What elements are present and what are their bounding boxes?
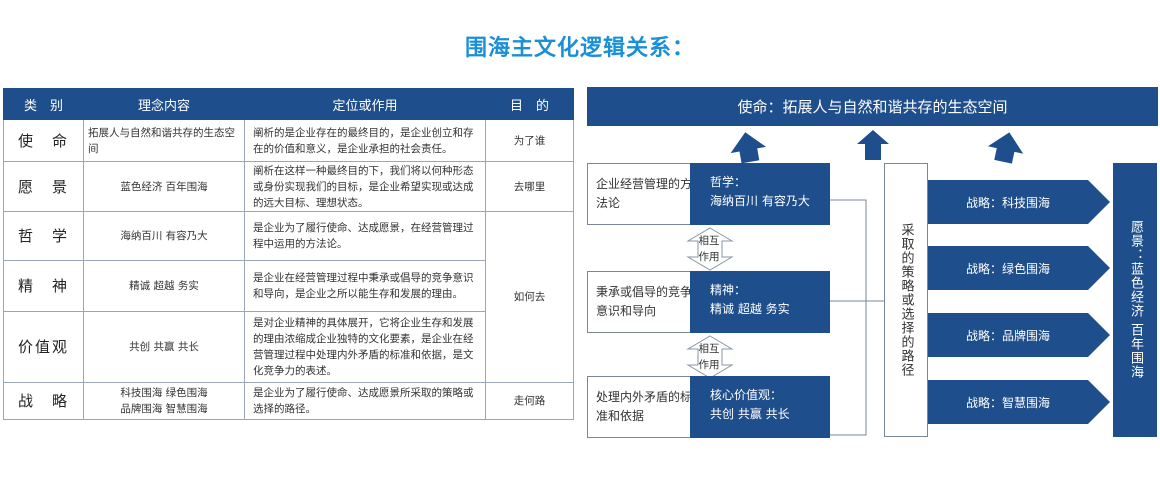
- position-cell: 是企业为了履行使命、达成愿景，在经营管理过程中运用的方法论。: [244, 211, 486, 261]
- category-cell: 使 命: [3, 119, 84, 162]
- strategy-arrow: 战略：绿色围海: [928, 246, 1110, 290]
- strategy-text: 战略：品牌围海: [965, 328, 1050, 343]
- header-position: 定位或作用: [244, 88, 486, 120]
- table-row-vision: 愿 景 蓝色经济 百年围海 阐析在这样一种最终目的下，我们将以何种形态或身份实现…: [3, 161, 574, 212]
- value-title: 精神：: [710, 283, 747, 297]
- goal-cell: 走何路: [485, 382, 574, 420]
- box-label: 处理内外矛盾的标准和依据: [596, 390, 693, 423]
- value-text: 精诚 超越 务实: [710, 302, 790, 316]
- position-cell: 阐析在这样一种最终目的下，我们将以何种形态或身份实现我们的目标，是企业希望实现或…: [244, 161, 486, 212]
- value-text: 海纳百川 有容乃大: [710, 194, 810, 208]
- table-row-values: 价值观 共创 共赢 共长 是对企业精神的具体展开，它将企业生存和发展的理由浓缩成…: [3, 311, 574, 383]
- content-cell: 共创 共赢 共长: [83, 311, 245, 383]
- up-arrow-icon: [857, 130, 889, 160]
- right-arrow-icon: [928, 246, 1110, 290]
- position-cell: 是企业为了履行使命、达成愿景所采取的策略或选择的路径。: [244, 382, 486, 420]
- path-text: 采取的策略或选择的路径: [898, 223, 914, 377]
- position-cell: 是对企业精神的具体展开，它将企业生存和发展的理由浓缩成企业独特的文化要素，是企业…: [244, 311, 486, 383]
- mutual-arrow: 相互作用: [680, 227, 740, 271]
- strategy-arrow: 战略：科技围海: [928, 180, 1110, 224]
- category-cell: 精 神: [3, 260, 84, 312]
- category-cell: 愿 景: [3, 161, 84, 212]
- goal-cell: 去哪里: [485, 161, 574, 212]
- position-cell: 是企业在经营管理过程中秉承或倡导的竞争意识和导向，是企业之所以能生存和发展的理由…: [244, 260, 486, 312]
- content-line: 科技围海 绿色围海: [120, 387, 208, 399]
- vision-text: 愿景：蓝色经济 百年围海: [1128, 220, 1143, 380]
- table-row-strategy: 战 略 科技围海 绿色围海 品牌围海 智慧围海 是企业为了履行使命、达成愿景所采…: [3, 382, 574, 420]
- spirit-value: 精神： 精诚 超越 务实: [690, 271, 830, 333]
- mutual-arrow: 相互作用: [680, 335, 740, 379]
- content-cell: 科技围海 绿色围海 品牌围海 智慧围海: [83, 382, 245, 420]
- right-arrow-icon: [928, 313, 1110, 357]
- values-value: 核心价值观： 共创 共赢 共长: [690, 376, 830, 438]
- mission-text: 使命：拓展人与自然和谐共存的生态空间: [737, 98, 1008, 116]
- path-box: 采取的策略或选择的路径: [884, 163, 928, 437]
- category-cell: 战 略: [3, 382, 84, 420]
- mutual-text: 相互作用: [698, 235, 720, 263]
- philosophy-value: 哲学： 海纳百川 有容乃大: [690, 163, 830, 225]
- header-category: 类 别: [3, 88, 84, 120]
- mission-bar: 使命：拓展人与自然和谐共存的生态空间: [587, 87, 1158, 126]
- mutual-text: 相互作用: [698, 343, 720, 371]
- values-box: 处理内外矛盾的标准和依据 核心价值观： 共创 共赢 共长: [587, 376, 830, 438]
- table-row-mission: 使 命 拓展人与自然和谐共存的生态空间 阐析的是企业存在的最终目的，是企业创立和…: [3, 119, 574, 162]
- content-cell: 海纳百川 有容乃大: [83, 211, 245, 261]
- content-line: 品牌围海 智慧围海: [120, 403, 208, 415]
- strategy-text: 战略：智慧围海: [965, 395, 1050, 410]
- culture-table: 类 别 理念内容 定位或作用 目 的 使 命 拓展人与自然和谐共存的生态空间 阐…: [3, 88, 574, 420]
- strategy-arrow: 战略：智慧围海: [928, 380, 1110, 424]
- right-arrow-icon: [928, 180, 1110, 224]
- table-row-philosophy: 哲 学 海纳百川 有容乃大 是企业为了履行使命、达成愿景，在经营管理过程中运用的…: [3, 211, 574, 383]
- vision-box: 愿景：蓝色经济 百年围海: [1113, 163, 1157, 437]
- content-cell: 精诚 超越 务实: [83, 260, 245, 312]
- category-cell: 哲 学: [3, 211, 84, 261]
- table-header-row: 类 别 理念内容 定位或作用 目 的: [3, 88, 574, 120]
- header-goal: 目 的: [485, 88, 574, 120]
- strategy-text: 战略：绿色围海: [965, 261, 1050, 276]
- goal-cell: 如何去: [485, 211, 574, 383]
- up-arrow-icon: [987, 132, 1024, 164]
- up-arrow-icon: [730, 132, 767, 164]
- page-title: 围海主文化逻辑关系：: [464, 36, 695, 61]
- table-row-spirit: 精 神 精诚 超越 务实 是企业在经营管理过程中秉承或倡导的竞争意识和导向，是企…: [3, 260, 574, 312]
- content-cell: 蓝色经济 百年围海: [83, 161, 245, 212]
- header-content: 理念内容: [83, 88, 245, 120]
- spirit-box: 秉承或倡导的竞争意识和导向 精神： 精诚 超越 务实: [587, 271, 830, 333]
- strategy-text: 战略：科技围海: [965, 195, 1050, 210]
- value-title: 哲学：: [710, 175, 747, 189]
- philosophy-box: 企业经营管理的方法论 哲学： 海纳百川 有容乃大: [587, 163, 830, 225]
- strategy-arrow: 战略：品牌围海: [928, 313, 1110, 357]
- value-text: 共创 共赢 共长: [710, 407, 790, 421]
- value-title: 核心价值观：: [710, 388, 783, 402]
- box-label: 企业经营管理的方法论: [596, 177, 693, 210]
- position-cell: 阐析的是企业存在的最终目的，是企业创立和存在的价值和意义，是企业承担的社会责任。: [244, 119, 486, 162]
- right-arrow-icon: [928, 380, 1110, 424]
- double-arrow-icon: [686, 227, 734, 271]
- box-label: 秉承或倡导的竞争意识和导向: [596, 285, 693, 318]
